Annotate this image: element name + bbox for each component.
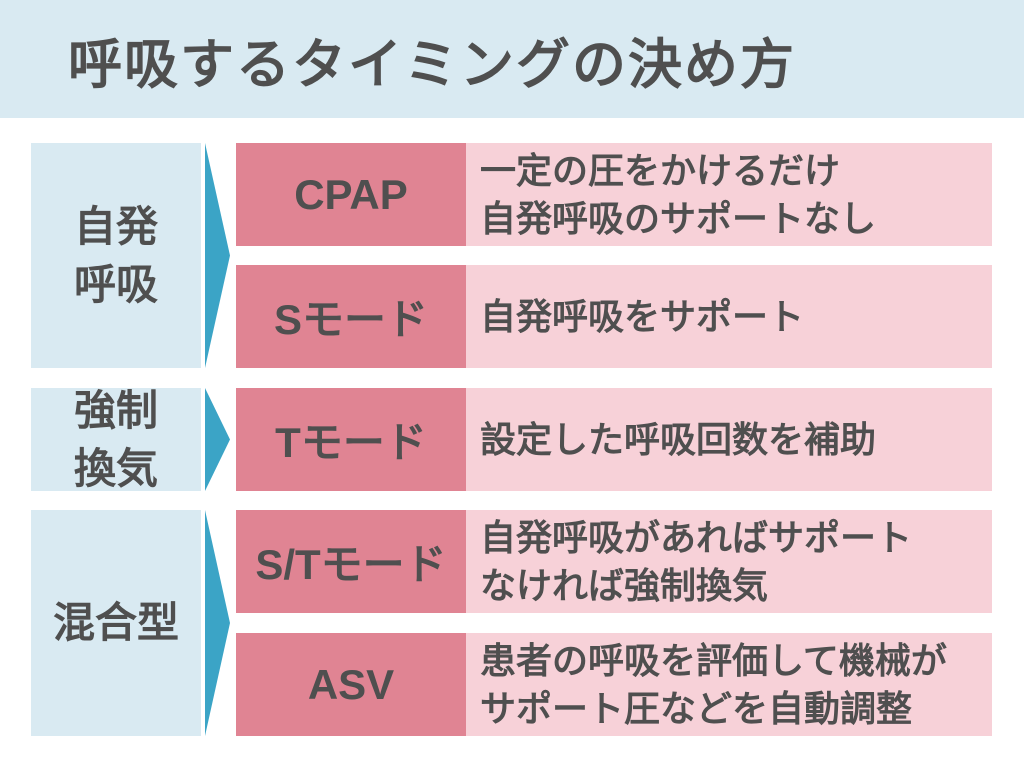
flow-arrow-icon bbox=[205, 388, 230, 491]
description-line: 一定の圧をかけるだけ bbox=[480, 149, 841, 191]
description-line: 自発呼吸があればサポート bbox=[480, 516, 913, 558]
description-line: 自発呼吸のサポートなし bbox=[480, 197, 877, 239]
category-label: 自発 呼吸 bbox=[74, 198, 158, 314]
mode-label: ASV bbox=[307, 660, 395, 708]
category-line: 呼吸 bbox=[73, 260, 158, 308]
category-label: 強制 換気 bbox=[74, 382, 158, 498]
mode-label: CPAP bbox=[294, 170, 408, 218]
category-label: 混合型 bbox=[53, 594, 179, 652]
flow-arrow-icon bbox=[205, 510, 230, 736]
mode-description-box-s-mode: 自発呼吸をサポート bbox=[466, 265, 992, 368]
description-line: 設定した呼吸回数を補助 bbox=[480, 418, 877, 460]
category-box-mixed-type: 混合型 bbox=[31, 510, 201, 736]
description-line: なければ強制換気 bbox=[480, 564, 769, 606]
mode-label-box-asv: ASV bbox=[236, 633, 466, 736]
category-line: 強制 bbox=[73, 386, 158, 434]
page-title: 呼吸するタイミングの決め方 bbox=[68, 34, 796, 95]
mode-description-box-st-mode: 自発呼吸があればサポート なければ強制換気 bbox=[466, 510, 992, 613]
mode-label-box-st-mode: S/Tモード bbox=[236, 510, 466, 613]
flow-arrow-icon bbox=[205, 143, 230, 368]
mode-label: Tモード bbox=[275, 419, 427, 466]
mode-label: Sモード bbox=[273, 296, 428, 343]
description-line: 患者の呼吸を評価して機械が bbox=[480, 639, 947, 681]
mode-label-box-cpap: CPAP bbox=[236, 143, 466, 246]
mode-description-box-t-mode: 設定した呼吸回数を補助 bbox=[466, 388, 992, 491]
description-line: サポート圧などを自動調整 bbox=[480, 687, 913, 729]
category-box-spontaneous-breathing: 自発 呼吸 bbox=[31, 143, 201, 368]
description-line: 自発呼吸をサポート bbox=[480, 295, 805, 337]
category-box-forced-ventilation: 強制 換気 bbox=[31, 387, 201, 492]
mode-label-box-t-mode: Tモード bbox=[236, 388, 466, 491]
category-line: 自発 bbox=[73, 202, 158, 250]
mode-label: S/Tモード bbox=[255, 541, 447, 588]
mode-label-box-s-mode: Sモード bbox=[236, 265, 466, 368]
mode-description-box-asv: 患者の呼吸を評価して機械が サポート圧などを自動調整 bbox=[466, 633, 992, 736]
mode-description-box-cpap: 一定の圧をかけるだけ 自発呼吸のサポートなし bbox=[466, 143, 992, 246]
header-bar: 呼吸するタイミングの決め方 bbox=[0, 0, 1024, 118]
category-line: 混合型 bbox=[52, 599, 179, 647]
category-line: 換気 bbox=[73, 444, 158, 492]
